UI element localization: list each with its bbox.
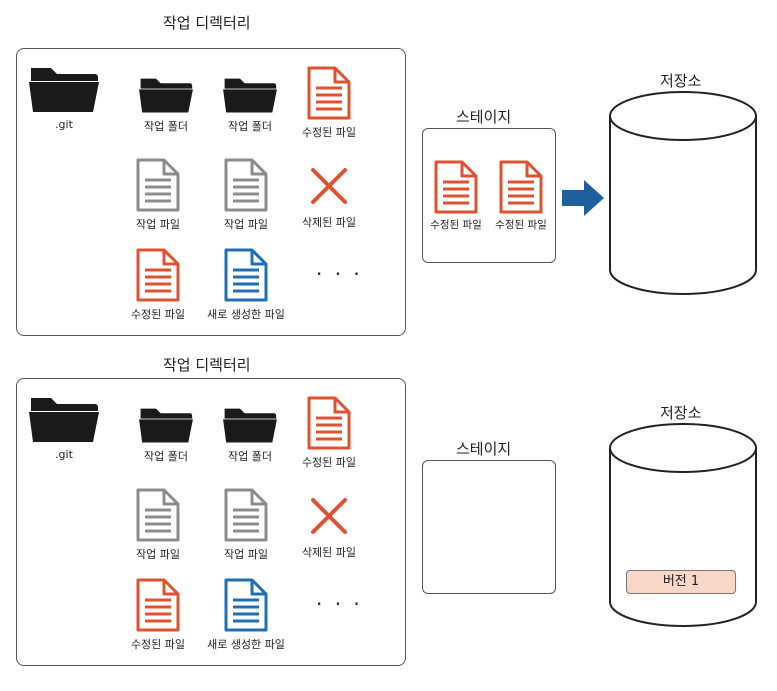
modified-file-1: 수정된 파일 [274, 66, 384, 140]
delete-x-icon [311, 168, 347, 204]
folder-icon [223, 408, 277, 443]
document-icon [136, 488, 180, 542]
stage-title: 스테이지 [456, 440, 512, 458]
staged-modified-file-2: 수정된 파일 [489, 160, 553, 232]
work-folder-1: 작업 폴더 [111, 404, 221, 464]
work-file-1: 작업 파일 [103, 488, 213, 562]
document-icon [136, 248, 180, 302]
work-file-2: 작업 파일 [191, 488, 301, 562]
document-icon [224, 158, 268, 212]
modified-file-2: 수정된 파일 [103, 578, 213, 652]
repo-title: 저장소 [660, 404, 702, 422]
document-icon [434, 160, 478, 214]
modified-file-2: 수정된 파일 [103, 248, 213, 322]
document-icon [499, 160, 543, 214]
deleted-file: 삭제된 파일 [274, 166, 384, 230]
repository-cylinder [609, 91, 757, 295]
work-file-2: 작업 파일 [191, 158, 301, 232]
document-icon [307, 396, 351, 450]
stage-box-empty [422, 460, 556, 594]
repo-title: 저장소 [660, 72, 702, 90]
version-badge: 버전 1 [626, 570, 736, 594]
document-icon [136, 158, 180, 212]
folder-icon [139, 78, 193, 113]
workdir-title: 작업 디렉터리 [163, 356, 251, 374]
document-icon [224, 488, 268, 542]
document-icon [224, 248, 268, 302]
repository-cylinder [609, 423, 757, 627]
new-file: 새로 생성한 파일 [191, 248, 301, 322]
folder-icon [29, 68, 99, 112]
work-folder-1: 작업 폴더 [111, 74, 221, 134]
delete-x-icon [311, 498, 347, 534]
work-folder-2: 작업 폴더 [195, 404, 305, 464]
more-ellipsis: · · · [316, 262, 363, 286]
git-folder: .git [9, 62, 119, 131]
git-folder: .git [9, 392, 119, 461]
deleted-file: 삭제된 파일 [274, 496, 384, 560]
stage-title: 스테이지 [456, 108, 512, 126]
work-folder-2: 작업 폴더 [195, 74, 305, 134]
folder-icon [29, 398, 99, 442]
document-icon [224, 578, 268, 632]
folder-icon [139, 408, 193, 443]
workdir-title: 작업 디렉터리 [163, 14, 251, 32]
arrow-right-icon [562, 180, 604, 216]
document-icon [307, 66, 351, 120]
folder-icon [223, 78, 277, 113]
staged-modified-file-1: 수정된 파일 [424, 160, 488, 232]
more-ellipsis: · · · [316, 592, 363, 616]
work-file-1: 작업 파일 [103, 158, 213, 232]
new-file: 새로 생성한 파일 [191, 578, 301, 652]
modified-file-1: 수정된 파일 [274, 396, 384, 470]
document-icon [136, 578, 180, 632]
